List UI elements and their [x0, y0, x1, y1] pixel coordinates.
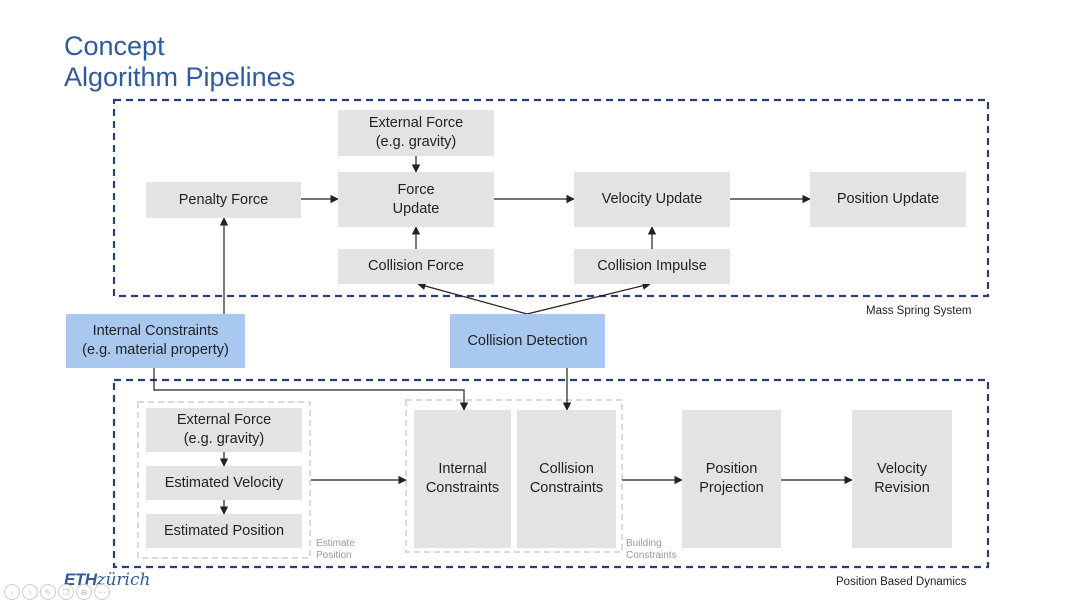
title-line-1: Concept: [64, 31, 165, 61]
edit-icon[interactable]: ✎: [40, 584, 56, 600]
arrow-detection-to-collision-impulse: [526, 281, 651, 315]
building-constraints-label: Building Constraints: [626, 538, 677, 561]
mass-spring-system-label: Mass Spring System: [866, 305, 972, 317]
mass-spring-border: [112, 98, 990, 298]
more-icon[interactable]: ⋯: [94, 584, 110, 600]
copy-icon[interactable]: ❐: [58, 584, 74, 600]
next-icon[interactable]: ›: [22, 584, 38, 600]
collision-constraints-box: Collision Constraints: [517, 410, 616, 548]
collision-impulse-box: Collision Impulse: [574, 249, 730, 284]
slide-nav-toolbar: ‹ › ✎ ❐ ⊕ ⋯: [4, 584, 110, 600]
pbd-external-force-box: External Force (e.g. gravity): [146, 408, 302, 452]
pbd-internal-constraints-box: Internal Constraints: [414, 410, 511, 548]
estimated-velocity-box: Estimated Velocity: [146, 466, 302, 500]
pbd-border: [112, 378, 990, 569]
estimated-position-box: Estimated Position: [146, 514, 302, 548]
velocity-revision-box: Velocity Revision: [852, 410, 952, 548]
logo-italic: zürich: [96, 570, 151, 590]
zoom-icon[interactable]: ⊕: [76, 584, 92, 600]
position-projection-box: Position Projection: [682, 410, 781, 548]
internal-constraints-box: Internal Constraints (e.g. material prop…: [66, 314, 245, 368]
estimate-position-group-border: [137, 401, 311, 559]
penalty-force-box: Penalty Force: [146, 182, 301, 218]
prev-icon[interactable]: ‹: [4, 584, 20, 600]
external-force-box: External Force (e.g. gravity): [338, 110, 494, 156]
estimate-position-label: Estimate Position: [316, 538, 355, 561]
position-based-dynamics-label: Position Based Dynamics: [836, 576, 967, 588]
eth-zurich-logo: ETHzürich: [64, 570, 150, 590]
arrow-detection-to-collision-force: [417, 281, 528, 315]
collision-detection-box: Collision Detection: [450, 314, 605, 368]
collision-force-box: Collision Force: [338, 249, 494, 284]
velocity-update-box: Velocity Update: [574, 172, 730, 227]
title-line-2: Algorithm Pipelines: [64, 62, 296, 92]
logo-bold: ETH: [64, 570, 97, 589]
force-update-box: Force Update: [338, 172, 494, 227]
position-update-box: Position Update: [810, 172, 966, 227]
arrow-internal-to-pbd-internal: [153, 368, 469, 411]
